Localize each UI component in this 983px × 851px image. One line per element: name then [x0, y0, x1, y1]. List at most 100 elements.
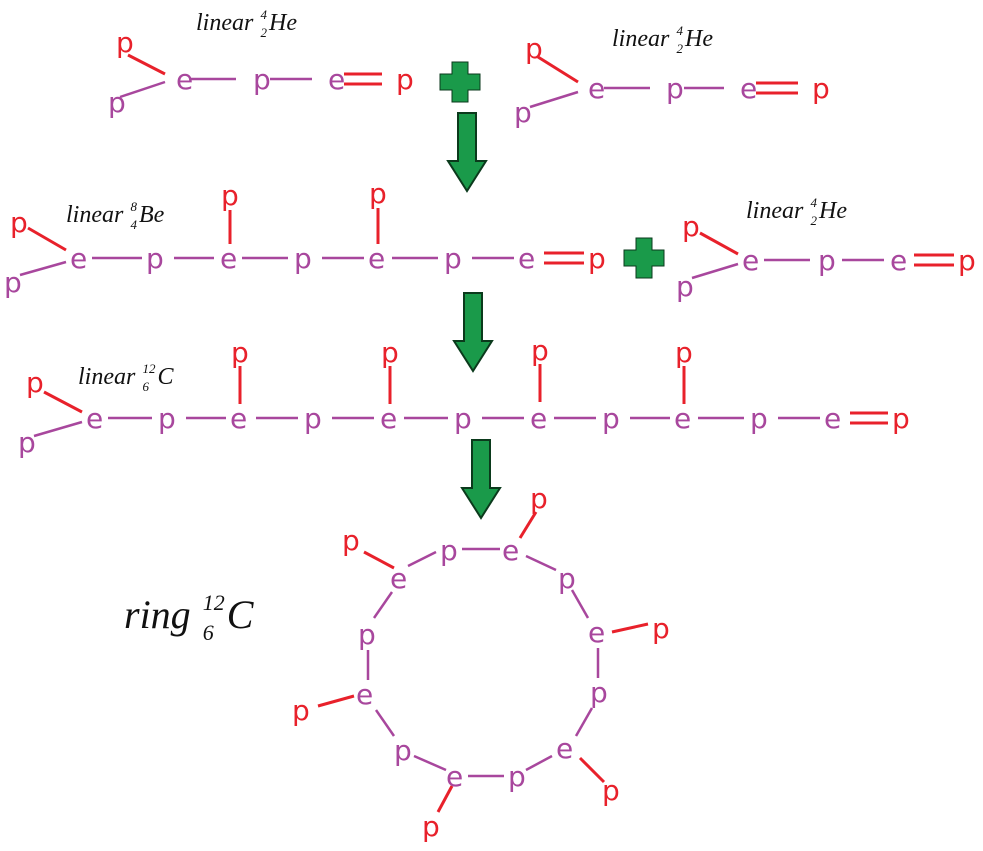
- nuclide-prefix: linear: [66, 202, 124, 228]
- proton-node: p: [221, 179, 239, 212]
- mass-number: 8: [131, 199, 138, 214]
- c-linear-molecule: p p e p p e p p e p p e p p e p e p: [18, 334, 910, 459]
- proton-node: p: [358, 618, 376, 651]
- electron-node: e: [446, 760, 463, 793]
- electron-node: e: [588, 72, 605, 105]
- proton-node: p: [26, 366, 44, 399]
- mass-number: 4: [261, 7, 268, 22]
- he-left-molecule: p p e p e p: [108, 26, 414, 119]
- charge-number: 4: [131, 217, 138, 232]
- proton-node: p: [892, 402, 910, 435]
- proton-node: p: [531, 334, 549, 367]
- proton-node: p: [602, 402, 620, 435]
- proton-node: p: [231, 336, 249, 369]
- proton-node: p: [294, 242, 312, 275]
- mass-number: 4: [811, 195, 818, 210]
- arrow-down-icon: [446, 112, 488, 193]
- nuclide-prefix: linear: [612, 26, 670, 52]
- charge-number: 6: [143, 379, 150, 394]
- proton-node: p: [818, 244, 836, 277]
- element-symbol: C: [227, 592, 255, 637]
- electron-node: e: [356, 678, 373, 711]
- charge-number: 2: [261, 25, 268, 40]
- arrow-down-icon: [452, 292, 494, 373]
- proton-node: p: [750, 402, 768, 435]
- electron-node: e: [390, 562, 407, 595]
- element-symbol: He: [268, 10, 297, 36]
- c-ring-molecule: p e p e p p e p p e p p e p p e p p: [292, 482, 670, 843]
- electron-node: e: [368, 242, 385, 275]
- proton-node: p: [304, 402, 322, 435]
- be-molecule: p p e p p e p p e p e p: [4, 177, 606, 299]
- proton-node: p: [652, 612, 670, 645]
- mass-number: 4: [677, 23, 684, 38]
- nuclide-prefix: ring: [124, 592, 191, 637]
- electron-node: e: [890, 244, 907, 277]
- nuclide-prefix: linear: [196, 10, 254, 36]
- electron-node: e: [824, 402, 841, 435]
- electron-node: e: [328, 63, 345, 96]
- mass-number: 12: [203, 590, 225, 615]
- proton-node: p: [108, 86, 126, 119]
- electron-node: e: [556, 732, 573, 765]
- plus-icon: [623, 237, 665, 279]
- element-symbol: He: [684, 26, 713, 52]
- electron-node: e: [220, 242, 237, 275]
- electron-node: e: [230, 402, 247, 435]
- charge-number: 6: [203, 620, 214, 645]
- electron-node: e: [740, 72, 757, 105]
- he-mid-molecule: p p e p e p: [676, 210, 976, 303]
- element-symbol: C: [158, 364, 175, 390]
- proton-node: p: [508, 760, 526, 793]
- proton-node: p: [253, 63, 271, 96]
- proton-node: p: [292, 694, 310, 727]
- electron-node: e: [86, 402, 103, 435]
- nuclide-prefix: linear: [78, 364, 136, 390]
- proton-node: p: [958, 244, 976, 277]
- proton-node: p: [10, 206, 28, 239]
- proton-node: p: [369, 177, 387, 210]
- proton-node: p: [146, 242, 164, 275]
- proton-node: p: [602, 774, 620, 807]
- proton-node: p: [18, 426, 36, 459]
- proton-node: p: [682, 210, 700, 243]
- element-symbol: Be: [139, 202, 165, 228]
- proton-node: p: [422, 810, 440, 843]
- proton-node: p: [558, 562, 576, 595]
- arrow-down-icon: [460, 439, 502, 520]
- proton-node: p: [530, 482, 548, 515]
- proton-node: p: [525, 32, 543, 65]
- proton-node: p: [590, 676, 608, 709]
- electron-node: e: [674, 402, 691, 435]
- plus-icon: [439, 61, 481, 103]
- proton-node: p: [588, 242, 606, 275]
- proton-node: p: [812, 72, 830, 105]
- electron-node: e: [588, 616, 605, 649]
- proton-node: p: [675, 336, 693, 369]
- charge-number: 2: [677, 41, 684, 56]
- he-right-molecule: p p e p e p: [514, 32, 830, 129]
- proton-node: p: [454, 402, 472, 435]
- proton-node: p: [394, 734, 412, 767]
- mass-number: 12: [143, 361, 157, 376]
- proton-node: p: [666, 72, 684, 105]
- electron-node: e: [518, 242, 535, 275]
- proton-node: p: [116, 26, 134, 59]
- nuclide-prefix: linear: [746, 198, 804, 224]
- electron-node: e: [176, 63, 193, 96]
- proton-node: p: [396, 63, 414, 96]
- charge-number: 2: [811, 213, 818, 228]
- proton-node: p: [676, 270, 694, 303]
- element-symbol: He: [818, 198, 847, 224]
- proton-node: p: [444, 242, 462, 275]
- proton-node: p: [342, 524, 360, 557]
- electron-node: e: [380, 402, 397, 435]
- proton-node: p: [514, 96, 532, 129]
